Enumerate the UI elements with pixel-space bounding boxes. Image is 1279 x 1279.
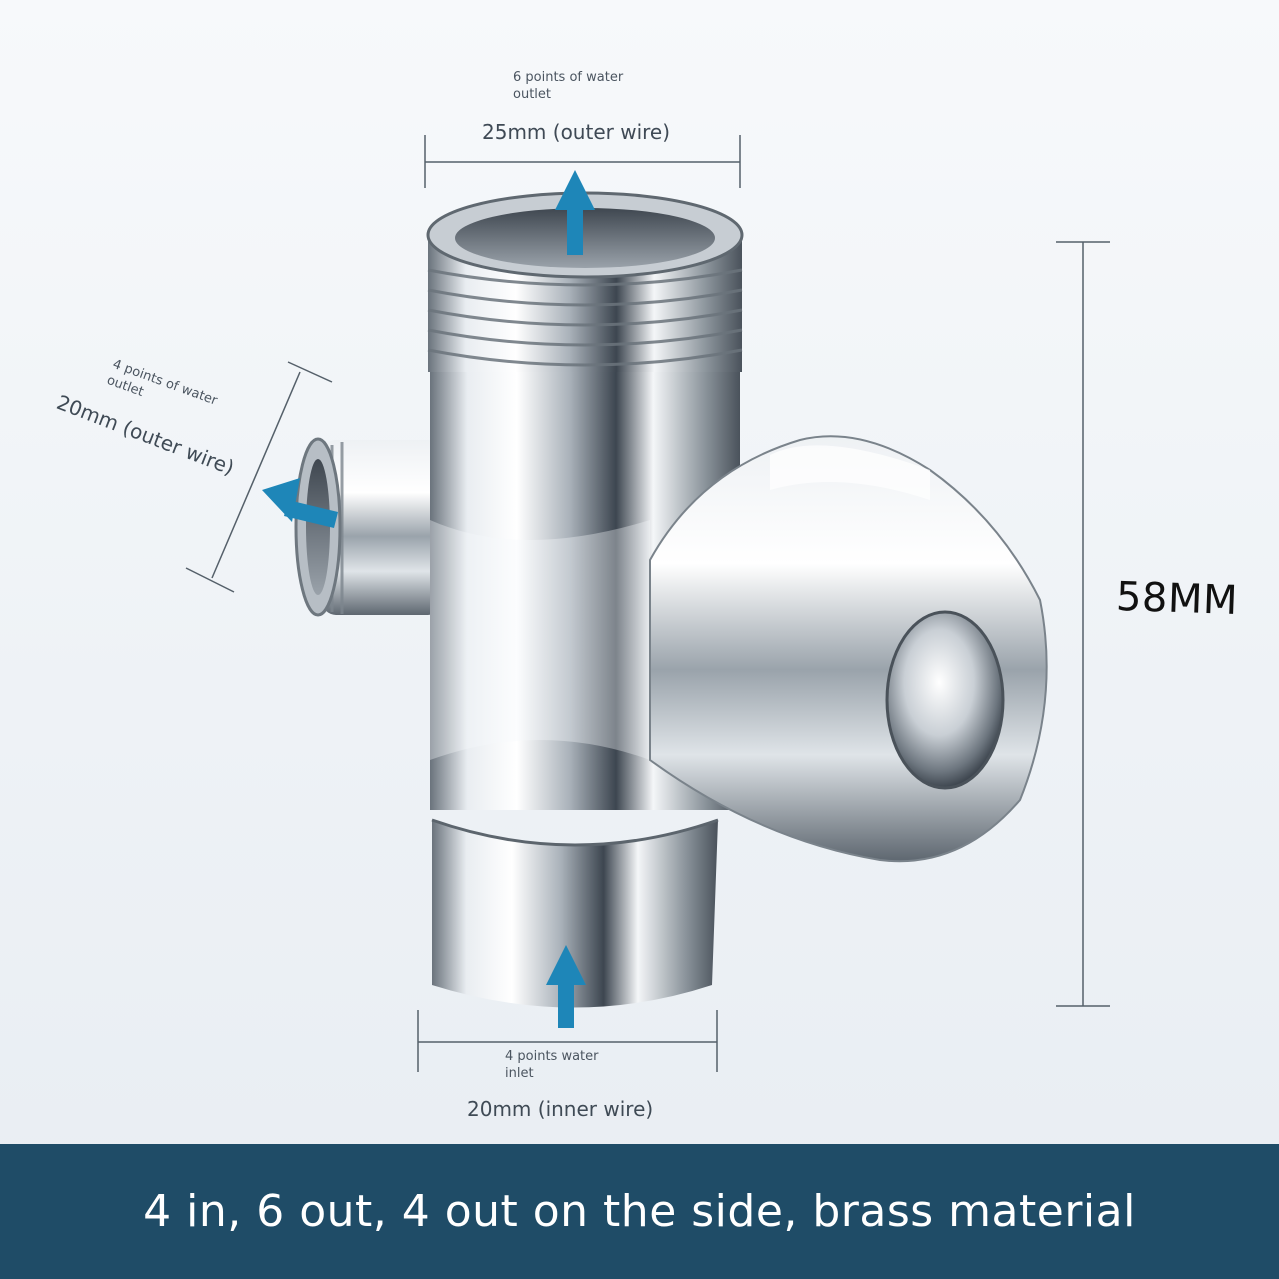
bottom-dimension-line	[417, 1010, 718, 1072]
top-outlet-note: 6 points of water outlet	[513, 70, 624, 102]
diverter-handle	[649, 435, 1048, 863]
height-dimension-line	[1056, 241, 1110, 1007]
caption-text: 4 in, 6 out, 4 out on the side, brass ma…	[143, 1186, 1136, 1237]
side-dimension-line	[185, 361, 333, 593]
top-threaded-outlet	[426, 191, 744, 372]
side-arrow-left	[262, 478, 338, 528]
inlet-arrow-up	[546, 945, 586, 1028]
caption-band	[0, 1144, 1279, 1279]
bottom-inlet-note: 4 points water inlet	[505, 1049, 599, 1081]
side-outlet-pipe	[294, 437, 442, 617]
top-outlet-size: 25mm (outer wire)	[482, 120, 671, 144]
outlet-arrow-up	[555, 170, 595, 255]
bottom-inlet-size: 20mm (inner wire)	[467, 1097, 654, 1121]
top-dimension-line	[424, 135, 741, 188]
main-body	[430, 360, 740, 810]
bottom-inlet-collar	[431, 818, 719, 1008]
height-label: 58MM	[1115, 573, 1239, 625]
